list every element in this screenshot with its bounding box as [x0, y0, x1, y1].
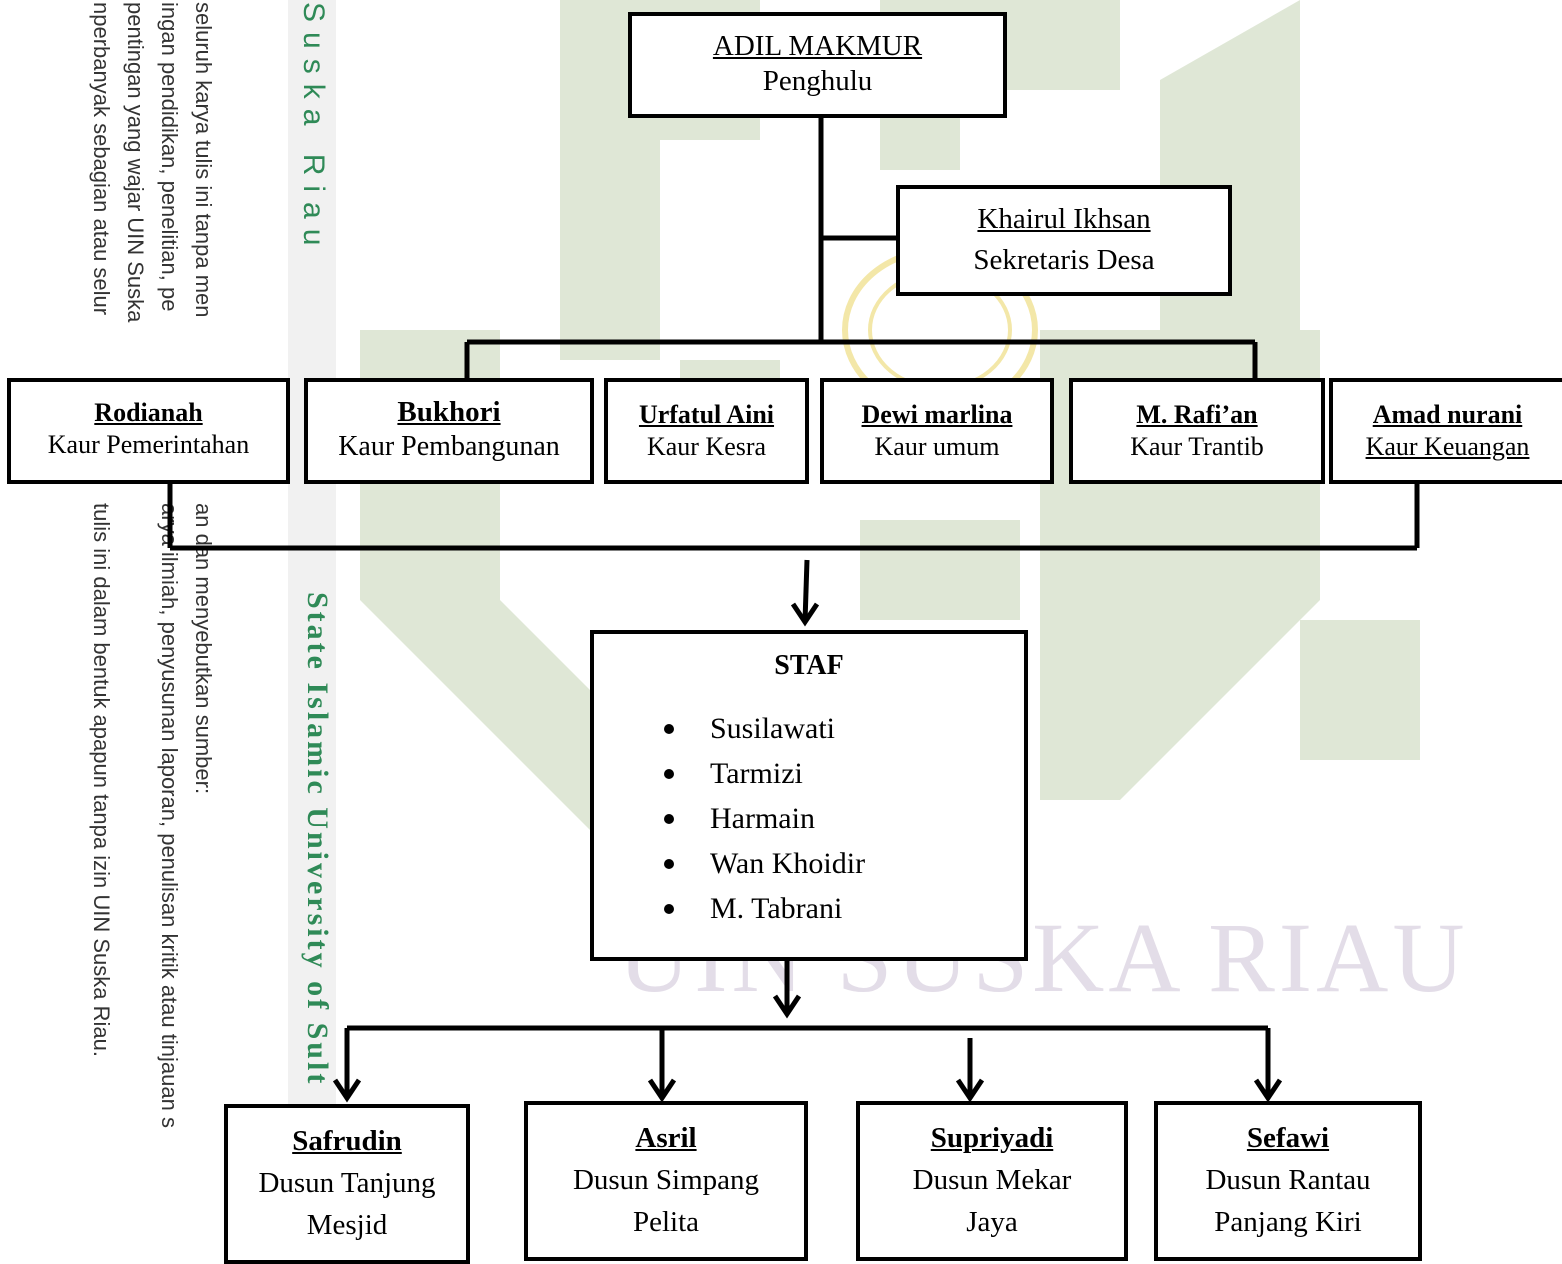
staf-member: Harmain: [594, 796, 1024, 841]
dusun-box: Safrudin Dusun Tanjung Mesjid: [224, 1104, 470, 1264]
kaur-role: Kaur Pembangunan: [338, 431, 560, 462]
staf-box: STAF Susilawati Tarmizi Harmain Wan Khoi…: [590, 630, 1028, 961]
secretary-role: Sekretaris Desa: [973, 244, 1155, 276]
dusun-name: Asril: [635, 1122, 697, 1154]
secretary-box: Khairul Ikhsan Sekretaris Desa: [896, 185, 1232, 296]
side-strip: [288, 0, 336, 1244]
kaur-role: Kaur Trantib: [1130, 432, 1264, 461]
staf-list: Susilawati Tarmizi Harmain Wan Khoidir M…: [594, 706, 1024, 931]
head-name: ADIL MAKMUR: [712, 30, 923, 62]
kaur-role: Kaur Pemerintahan: [47, 430, 250, 459]
dusun-role: Dusun Mekar Jaya: [912, 1164, 1072, 1238]
staf-member: M. Tabrani: [594, 886, 1024, 931]
staf-member: Wan Khoidir: [594, 841, 1024, 886]
kaur-box: M. Rafi’an Kaur Trantib: [1069, 378, 1325, 484]
kaur-name: Urfatul Aini: [638, 400, 775, 429]
dusun-role: Dusun Simpang Pelita: [572, 1164, 760, 1238]
dusun-name: Supriyadi: [930, 1122, 1054, 1154]
kaur-box: Bukhori Kaur Pembangunan: [304, 378, 594, 484]
kaur-name: Bukhori: [397, 396, 501, 428]
dusun-role: Dusun Rantau Panjang Kiri: [1205, 1164, 1371, 1238]
kaur-box: Rodianah Kaur Pemerintahan: [7, 378, 290, 484]
kaur-box: Amad nurani Kaur Keuangan: [1329, 378, 1562, 484]
kaur-name: Amad nurani: [1372, 400, 1523, 429]
secretary-name: Khairul Ikhsan: [977, 203, 1151, 235]
kaur-name: M. Rafi’an: [1136, 400, 1258, 429]
head-role: Penghulu: [762, 65, 873, 97]
kaur-name: Dewi marlina: [861, 400, 1013, 429]
head-box: ADIL MAKMUR Penghulu: [628, 12, 1007, 118]
kaur-role: Kaur Kesra: [646, 432, 767, 461]
dusun-role: Dusun Tanjung Mesjid: [258, 1167, 436, 1241]
kaur-box: Urfatul Aini Kaur Kesra: [604, 378, 809, 484]
staf-title: STAF: [774, 650, 844, 681]
dusun-box: Asril Dusun Simpang Pelita: [524, 1101, 808, 1261]
dusun-name: Sefawi: [1246, 1122, 1330, 1154]
dusun-box: Supriyadi Dusun Mekar Jaya: [856, 1101, 1128, 1261]
kaur-role: Kaur Keuangan: [1365, 432, 1530, 461]
staf-member: Susilawati: [594, 706, 1024, 751]
dusun-box: Sefawi Dusun Rantau Panjang Kiri: [1154, 1101, 1422, 1261]
kaur-box: Dewi marlina Kaur umum: [820, 378, 1054, 484]
staf-member: Tarmizi: [594, 751, 1024, 796]
kaur-role: Kaur umum: [874, 432, 1000, 461]
kaur-name: Rodianah: [94, 398, 203, 427]
dusun-name: Safrudin: [292, 1125, 402, 1157]
